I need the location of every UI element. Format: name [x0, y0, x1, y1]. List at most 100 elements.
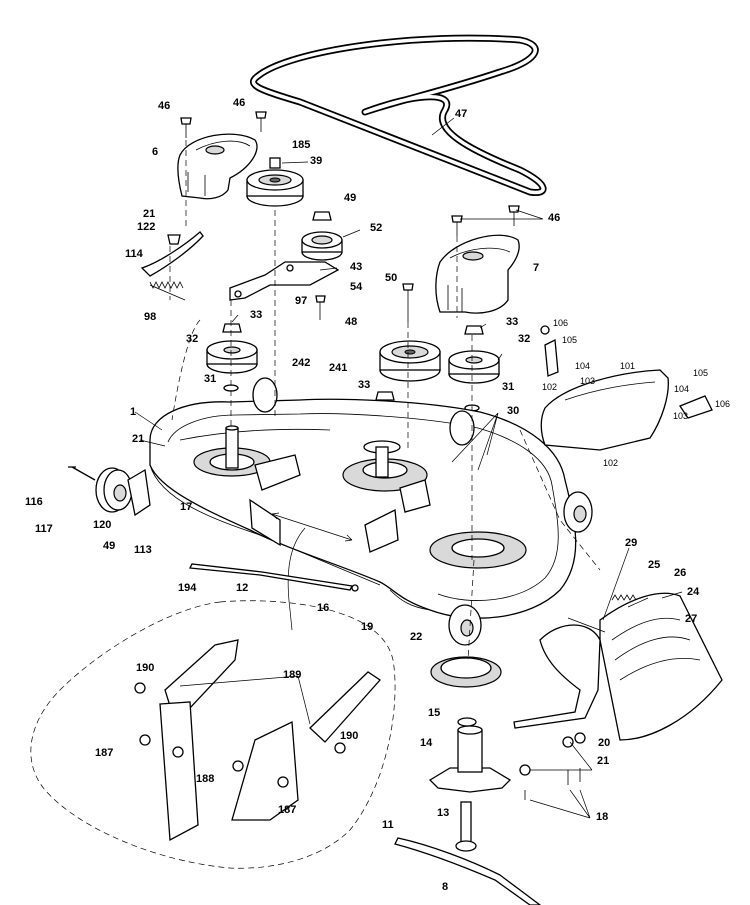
callout-13: 13 [437, 807, 450, 819]
callout-98: 98 [144, 311, 157, 323]
callout-26: 26 [674, 567, 687, 579]
callout-32-left: 32 [186, 333, 199, 345]
callout-105-top: 105 [562, 335, 578, 345]
callout-187-right: 187 [278, 804, 297, 816]
callout-24: 24 [687, 586, 700, 598]
callout-21-bottom: 21 [597, 755, 610, 767]
callout-120: 120 [93, 519, 112, 531]
callout-16: 16 [317, 602, 330, 614]
callout-6: 6 [152, 146, 159, 158]
callout-242: 242 [292, 357, 311, 369]
idler-bracket [229, 261, 340, 301]
spring-25 [611, 594, 637, 601]
callout-194: 194 [178, 582, 197, 594]
wheel-117 [68, 466, 151, 517]
callout-15: 15 [428, 707, 441, 719]
hardware-18-21 [519, 732, 586, 800]
callout-31-left: 31 [204, 373, 217, 385]
pulley-32-right [448, 325, 500, 412]
callout-8: 8 [442, 881, 449, 893]
callout-33-left: 33 [250, 309, 263, 321]
callout-39: 39 [310, 155, 323, 167]
deck-spindle-center [363, 440, 401, 478]
callout-122: 122 [137, 221, 156, 233]
deflector-bracket-101 [540, 325, 713, 451]
callout-21-top: 21 [143, 208, 156, 220]
callout-7: 7 [533, 262, 540, 274]
callout-104-left: 104 [575, 361, 591, 371]
callout-101: 101 [620, 361, 636, 371]
right-belt-cover [435, 234, 520, 314]
callout-189: 189 [283, 669, 302, 681]
callout-1: 1 [130, 406, 137, 418]
callout-25: 25 [648, 559, 661, 571]
callout-29: 29 [625, 537, 638, 549]
spindle-shaft-13 [455, 801, 477, 852]
tension-rod [140, 231, 204, 301]
callout-102-top: 102 [542, 382, 558, 392]
callout-20: 20 [598, 737, 611, 749]
pulley-ring-22 [430, 656, 502, 688]
callout-106-right: 106 [715, 399, 731, 409]
center-pulley-48 [375, 340, 441, 401]
leader-lines [134, 117, 683, 819]
link-rod-12 [188, 563, 359, 592]
pulley-52 [301, 211, 343, 261]
left-belt-cover [177, 133, 258, 200]
callout-241: 241 [329, 362, 348, 374]
alignment-lines [169, 140, 601, 661]
idler-pulley-39 [246, 157, 304, 207]
callout-21-mid: 21 [132, 433, 145, 445]
wheel-top-left [252, 377, 278, 413]
callout-103-left: 103 [580, 376, 596, 386]
callout-97: 97 [295, 295, 308, 307]
callout-190-left: 190 [136, 662, 155, 674]
callout-102-bottom: 102 [603, 458, 619, 468]
callout-33-mid: 33 [358, 379, 371, 391]
callout-48: 48 [345, 316, 358, 328]
callout-22: 22 [410, 631, 423, 643]
callout-30: 30 [507, 405, 520, 417]
callout-187-left: 187 [95, 747, 114, 759]
spindle-assembly [428, 717, 512, 793]
callout-50: 50 [385, 272, 398, 284]
callout-106-top: 106 [553, 318, 569, 328]
callout-52: 52 [370, 222, 383, 234]
callout-17: 17 [180, 501, 193, 513]
inset-baffle-kit [30, 600, 396, 869]
drive-belt [249, 34, 547, 197]
blade-11 [394, 837, 542, 905]
callout-18: 18 [596, 811, 609, 823]
wheel-right-front [448, 604, 482, 646]
wheel-top-right [449, 410, 475, 446]
deck-spindle-left [225, 425, 239, 469]
callout-47: 47 [455, 108, 468, 120]
discharge-chute-27 [599, 592, 723, 741]
callout-49-top: 49 [344, 192, 357, 204]
callout-114: 114 [125, 248, 143, 260]
mower-deck-housing [149, 398, 577, 631]
pulley-32-left [206, 323, 258, 392]
callout-103-right: 103 [673, 411, 689, 421]
wheel-right-rear [563, 491, 593, 533]
callout-27: 27 [685, 613, 698, 625]
callout-116: 116 [25, 496, 43, 508]
callout-185: 185 [292, 139, 311, 151]
callout-43: 43 [350, 261, 363, 273]
callout-31-right: 31 [502, 381, 515, 393]
callout-14: 14 [420, 737, 433, 749]
callout-33-right: 33 [506, 316, 519, 328]
chute-deflector-20 [513, 624, 601, 729]
callout-113: 113 [134, 544, 152, 556]
callout-188: 188 [196, 773, 215, 785]
callout-46-right: 46 [548, 212, 561, 224]
callout-46-left: 46 [158, 100, 171, 112]
callout-49-bottom: 49 [103, 540, 116, 552]
callout-190-right: 190 [340, 730, 359, 742]
rod-29 [567, 617, 606, 633]
callout-104-right: 104 [674, 384, 690, 394]
callout-19: 19 [361, 621, 374, 633]
callout-46-mid: 46 [233, 97, 246, 109]
callout-54: 54 [350, 281, 363, 293]
